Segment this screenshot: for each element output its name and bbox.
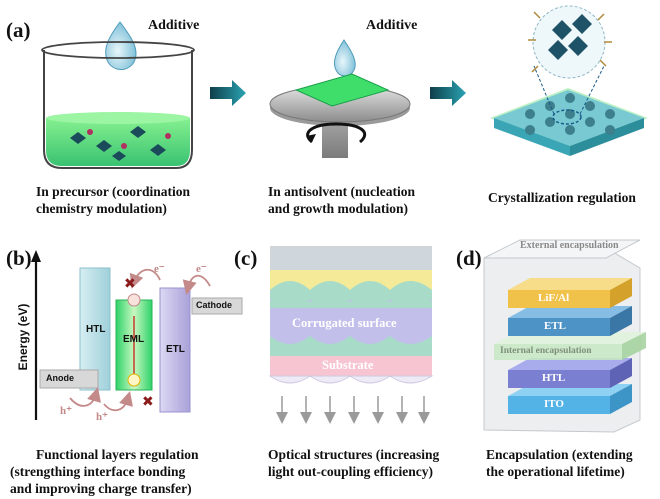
external-encapsulation-label: External encapsulation [520, 240, 619, 251]
energy-axis-label: Energy (eV) [16, 303, 30, 371]
htl-layer [508, 358, 632, 388]
arrow-2 [430, 80, 466, 106]
internal-encapsulation-label: Internal encapsulation [500, 346, 592, 356]
encapsulation-stack [483, 239, 646, 433]
additive-label-1: Additive [148, 18, 200, 33]
panel-label-d: (d) [456, 246, 482, 270]
svg-text:✖: ✖ [124, 276, 136, 292]
lifal-label: LiF/Al [538, 292, 570, 304]
hole-label-2: h⁺ [96, 411, 108, 423]
etl-layer [508, 306, 632, 336]
panel-label-b: (b) [6, 246, 32, 270]
spin-coater-illustration [269, 39, 411, 158]
htl-label: HTL [86, 324, 106, 335]
optical-structure [268, 246, 434, 424]
arrow-1 [210, 80, 246, 106]
panel-label-a: (a) [6, 18, 31, 42]
substrate-label: Substrate [322, 358, 374, 372]
beaker-illustration [41, 21, 195, 169]
electron-label-1: e⁻ [154, 263, 165, 275]
cathode-label: Cathode [196, 300, 232, 310]
etl-layer-label: ETL [544, 320, 567, 332]
svg-text:✖: ✖ [142, 394, 154, 410]
electron-label-2: e⁻ [196, 263, 207, 275]
corrugated-label: Corrugated surface [292, 316, 397, 330]
anode-label: Anode [46, 373, 74, 383]
ito-layer [508, 384, 632, 414]
energy-diagram: ✖ ✖ [31, 250, 243, 420]
lifal-layer [508, 278, 632, 308]
htl-layer-label: HTL [542, 372, 566, 384]
additive-label-2: Additive [366, 18, 418, 33]
panel-label-c: (c) [234, 246, 258, 270]
caption-functional-layers: Functional layers regulation(strengthing… [10, 447, 199, 496]
etl-label: ETL [166, 344, 185, 355]
hole-label-1: h⁺ [60, 405, 72, 417]
caption-crystallization: Crystallization regulation [488, 190, 636, 205]
eml-label: EML [123, 334, 145, 345]
crystallization-illustration [490, 5, 648, 156]
ito-layer-label: ITO [544, 398, 564, 410]
